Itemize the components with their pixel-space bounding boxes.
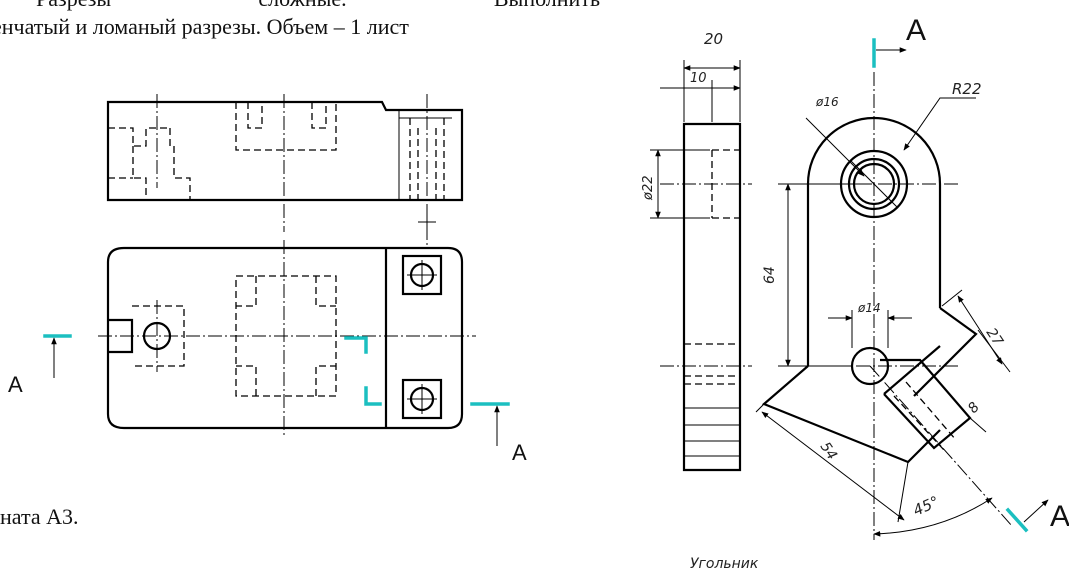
dim-diameter-14: ø14 [857,301,881,315]
dim-20: 20 [704,30,723,48]
word-slozhnye: сложные. [258,0,346,12]
front-view [106,94,464,248]
dim-54: 54 [817,439,840,463]
dim-radius-22: R22 [952,80,982,98]
stepped-section-line [43,334,510,446]
dim-angle-45: 45° [910,492,942,519]
dim-diameter-22: ø22 [641,176,656,202]
section-label-bottom: A [1050,500,1069,533]
side-view: 20 10 ø22 [641,30,752,472]
section-label-right: A [512,440,527,465]
dim-diameter-16: ø16 [815,95,839,109]
word-razrezy: Разрезы [36,0,111,12]
assignment-text-line-2: енчатый и ломаный разрезы. Объем – 1 лис… [0,14,409,39]
right-drawing: 20 10 ø22 ø16 [641,14,1069,572]
left-drawing: A A [8,94,527,465]
broken-section-line [872,38,1049,533]
angle-piece-front-view: ø16 R22 64 ø14 27 54 8 45° [755,72,1013,540]
section-label-top: A [906,14,926,47]
drawing-caption: Угольник [690,556,759,572]
dim-64: 64 [762,266,778,284]
dim-27: 27 [983,325,1006,349]
dim-10: 10 [690,71,707,86]
assignment-text-line-3: ната А3. [0,504,79,529]
top-view [98,240,476,436]
word-vypolnit: Выполнить [494,0,600,12]
section-label-left: A [8,372,23,397]
assignment-text-line-1: Разрезы сложные. Выполнить [0,0,600,12]
